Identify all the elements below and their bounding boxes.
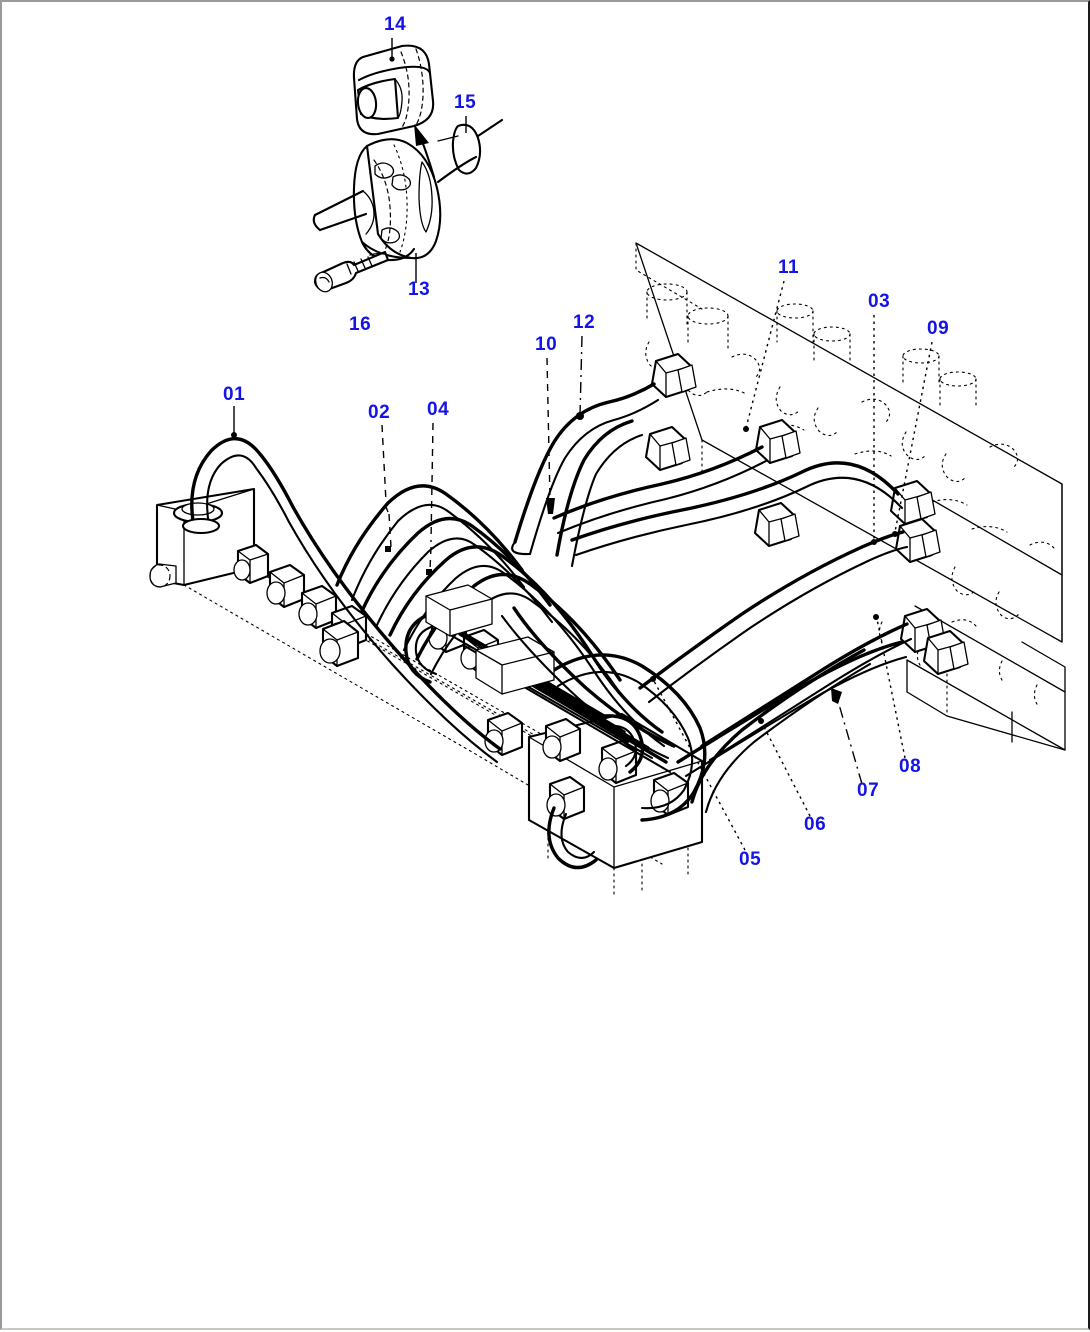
leader-02 [381, 424, 387, 503]
callout-12: 12 [573, 312, 595, 333]
union-nut [889, 479, 936, 526]
pipe-10 [511, 382, 660, 556]
pipe-09 [638, 530, 909, 704]
hex-fitting [298, 584, 338, 630]
callout-05: 05 [739, 849, 761, 870]
callout-07: 07 [857, 780, 879, 801]
leader-dot-05 [650, 676, 656, 682]
leader-tip-07 [831, 688, 842, 704]
engine-block-group [635, 242, 1066, 751]
pipe-12 [555, 419, 644, 568]
engine-side-unions [644, 352, 969, 676]
leader-02c [388, 513, 392, 548]
leader-dot-08 [873, 614, 879, 620]
leader-square-04 [426, 569, 432, 575]
leader-08 [876, 618, 906, 759]
pipe-01 [181, 437, 502, 764]
leader-dot-12 [576, 412, 584, 420]
lower-crossover [500, 606, 676, 760]
hex-fitting [233, 543, 270, 585]
leader-dot-01 [231, 432, 237, 438]
gasket-seal-15 [436, 118, 504, 184]
leader-10 [546, 357, 551, 501]
callout-01: 01 [223, 384, 245, 405]
union-nut [650, 352, 697, 399]
callout-11: 11 [778, 257, 799, 278]
callouts-group: 14 15 13 16 01 02 [223, 14, 949, 870]
base-return-loop [547, 806, 598, 870]
injector-detail-group [312, 44, 504, 293]
hex-fitting [546, 775, 586, 821]
callout-03: 03 [868, 291, 890, 312]
leader-square-02 [385, 546, 391, 552]
hex-fitting [484, 711, 524, 757]
block-phantom-details [645, 283, 1055, 708]
pump-deck-pipes [404, 584, 672, 774]
hex-fitting [650, 771, 690, 817]
callout-15: 15 [454, 92, 476, 113]
leader-04b [429, 546, 432, 571]
leader-dot-03 [871, 539, 877, 545]
leader-06 [761, 722, 811, 817]
callout-14: 14 [384, 14, 406, 35]
pipe-06 [690, 648, 872, 814]
hex-fitting [319, 619, 360, 668]
leader-dot-09 [892, 531, 898, 537]
leader-02b [385, 506, 389, 513]
pipe-04 [360, 516, 554, 627]
union-nut [754, 418, 801, 465]
leader-07 [835, 693, 863, 785]
delivery-valve-holders [233, 543, 690, 821]
callout-04: 04 [427, 399, 449, 420]
leader-dot-11 [743, 426, 749, 432]
hex-fitting [266, 563, 306, 609]
injector-holder-flange-13 [312, 138, 442, 262]
pipe-05 [552, 653, 707, 822]
callout-06: 06 [804, 814, 826, 835]
union-nut [753, 501, 800, 548]
callout-08: 08 [899, 756, 921, 777]
pipe-11 [552, 445, 768, 535]
mounting-bolt-16 [313, 250, 390, 293]
leader-dot-14 [389, 56, 395, 62]
callout-16: 16 [349, 314, 371, 335]
nozzle-holder-cap-14 [352, 44, 435, 136]
callout-13: 13 [408, 279, 430, 300]
assembly-arrow [414, 124, 436, 179]
callout-10: 10 [535, 334, 557, 355]
hex-fitting [542, 717, 582, 763]
hex-fitting [598, 739, 638, 785]
leader-12 [579, 335, 583, 416]
leader-dot-06 [758, 718, 764, 724]
union-nut [644, 425, 691, 472]
union-nut [922, 629, 969, 676]
union-nut [894, 517, 941, 564]
leader-tip-10 [546, 498, 555, 514]
callout-02: 02 [368, 402, 390, 423]
leader-04 [430, 422, 434, 543]
callout-09: 09 [927, 318, 949, 339]
pipe-03 [570, 461, 904, 557]
